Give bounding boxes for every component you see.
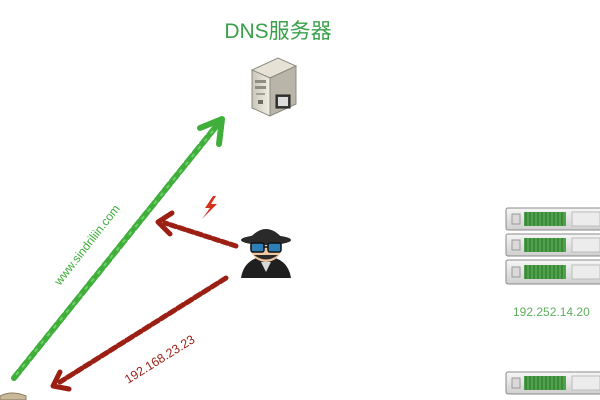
red-arrow-to-client [50, 275, 229, 392]
server-rack-unit [505, 371, 600, 395]
red-arrow-label: 192.168.23.23 [122, 332, 197, 386]
server-ip-label: 192.252.14.20 [513, 305, 590, 319]
green-arrow [11, 116, 225, 381]
dns-server-tower-icon [250, 57, 298, 117]
server-rack-unit [505, 207, 600, 231]
server-rack-unit [505, 233, 600, 257]
red-arrow-to-dns [155, 210, 239, 249]
server-rack-icon [505, 207, 600, 395]
hacker-icon [241, 229, 291, 278]
server-rack-unit [505, 259, 600, 285]
client-icon [0, 392, 27, 400]
green-arrow-label: www.sindriliin.com [51, 202, 123, 289]
page-title: DNS服务器 [224, 20, 332, 43]
lightning-icon [202, 196, 217, 219]
